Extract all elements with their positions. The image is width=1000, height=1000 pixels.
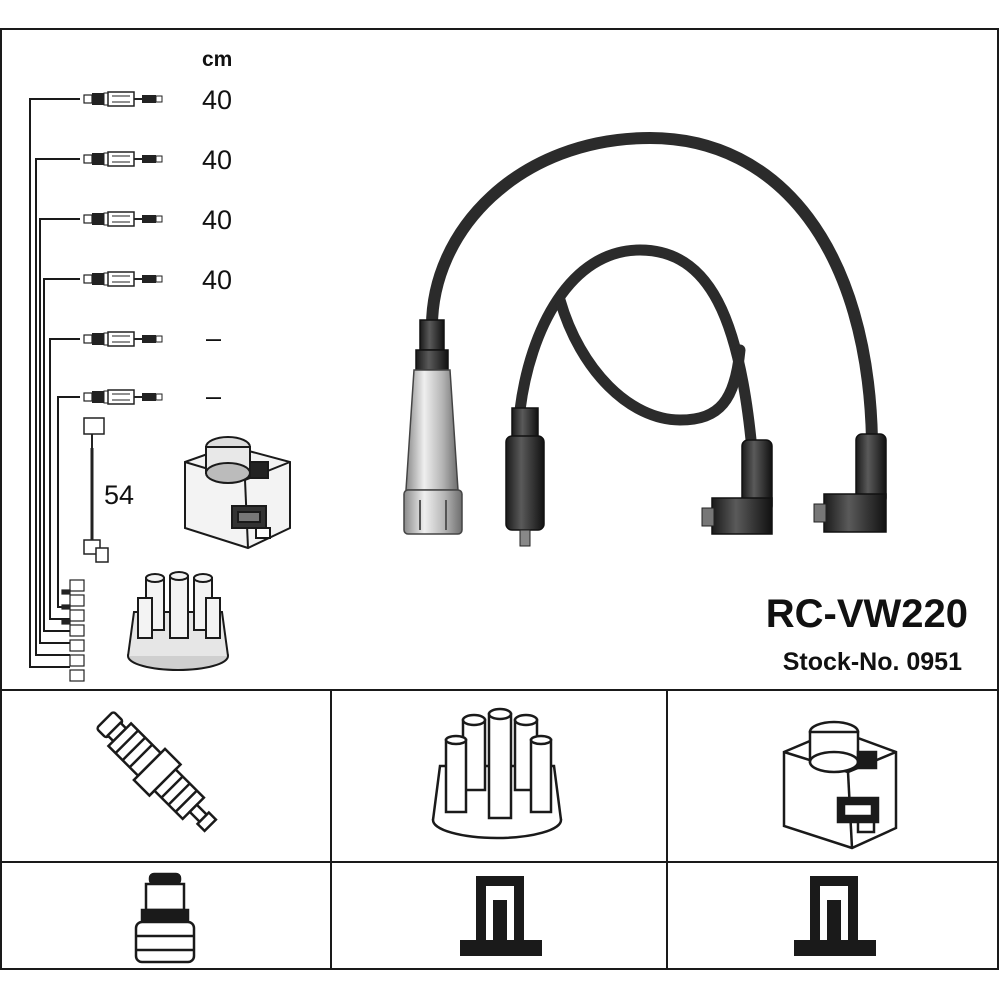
length-value-3: 40 — [202, 205, 232, 235]
unit-label: cm — [202, 48, 232, 71]
medium-cable-a — [514, 244, 758, 456]
angled-boot-left — [701, 439, 773, 535]
small-distributor-cap-illustration — [127, 571, 229, 671]
cap-terminal-icon — [460, 876, 542, 956]
length-value-1: 40 — [202, 85, 232, 115]
lead-line-5 — [49, 338, 80, 620]
lead-terminals — [61, 579, 85, 682]
lead-line-6 — [57, 396, 80, 608]
lead-connectors — [83, 91, 163, 405]
ignition-cable-photo — [403, 131, 887, 547]
length-value-6: – — [206, 381, 221, 411]
straight-black-boot — [505, 407, 545, 547]
lead-line-2 — [35, 158, 80, 656]
lead-line-3 — [39, 218, 80, 644]
long-cable — [425, 131, 878, 446]
medium-cable-b — [554, 294, 746, 426]
length-value-4: 40 — [202, 265, 232, 295]
part-number: RC-VW220 — [766, 592, 968, 636]
outer-frame — [0, 28, 999, 970]
metal-plug-connector — [403, 319, 463, 535]
length-value-5: – — [206, 323, 221, 353]
plug-terminal-icon — [134, 872, 196, 964]
angled-boot-right — [813, 433, 887, 533]
coil-lead-length: 54 — [104, 480, 134, 510]
lead-line-4 — [43, 278, 80, 632]
spark-plug-icon — [96, 711, 218, 833]
distributor-cap-icon — [431, 707, 563, 840]
lead-line-1 — [29, 98, 80, 668]
small-ignition-coil-illustration — [184, 436, 291, 550]
stock-number: Stock-No. 0951 — [783, 648, 962, 676]
length-value-2: 40 — [202, 145, 232, 175]
ignition-coil-icon — [782, 720, 898, 850]
coil-terminal-icon — [794, 876, 876, 956]
coil-lead — [83, 417, 109, 563]
